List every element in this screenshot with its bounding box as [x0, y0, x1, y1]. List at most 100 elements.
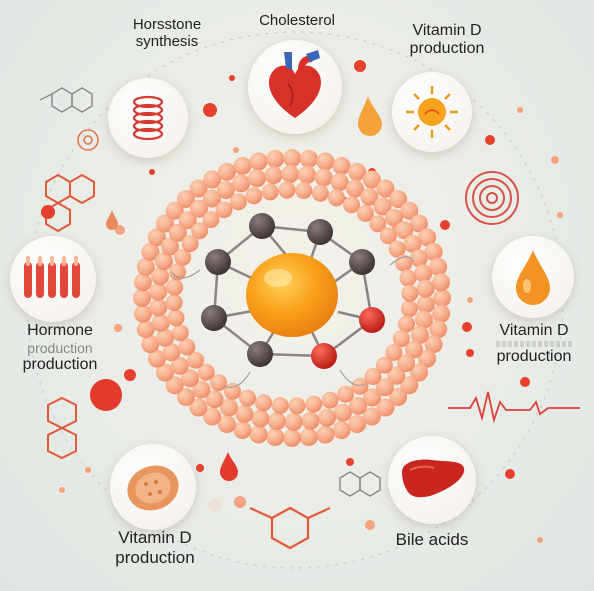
lipid-bead: [235, 404, 254, 423]
lipid-bead: [217, 162, 236, 181]
lipid-bead: [215, 201, 233, 219]
lipid-bead: [216, 181, 235, 200]
lipid-bead: [147, 228, 166, 247]
label-line: Horsstone: [132, 16, 202, 33]
lipid-bead: [161, 237, 179, 256]
lipid-bead: [191, 222, 209, 240]
lipid-bead: [327, 189, 345, 207]
lipid-bead: [171, 324, 189, 342]
lipid-bead: [165, 294, 183, 312]
lipid-bead: [330, 173, 349, 192]
heartbeat-line-icon: [448, 391, 580, 424]
lipid-bead: [333, 403, 352, 422]
lipid-bead: [133, 304, 152, 323]
lipid-bead: [360, 187, 379, 206]
lipid-bead: [375, 356, 393, 374]
lipid-bead: [181, 235, 199, 253]
hormone-production-label: Hormone production production: [2, 322, 118, 375]
lipid-bead: [364, 368, 382, 385]
lipid-bead: [305, 395, 323, 413]
lipid-bead: [189, 398, 208, 417]
lipid-bead: [169, 263, 186, 281]
lipid-bead: [133, 273, 152, 292]
lipid-bead: [165, 201, 184, 220]
lipid-bead: [397, 354, 416, 373]
lipid-bead: [176, 388, 195, 406]
bile-acids-label: Bile acids: [395, 530, 469, 549]
lipid-bead: [392, 330, 410, 348]
lipid-bead: [187, 351, 205, 369]
lipid-bead: [414, 310, 433, 329]
lipid-bead: [151, 313, 170, 332]
lipid-bead: [266, 428, 285, 447]
coil-circle: [108, 78, 188, 158]
lipid-bead: [314, 168, 333, 187]
red-sphere: [90, 379, 122, 411]
lipid-bead: [288, 397, 306, 415]
lipid-bead: [249, 152, 268, 171]
lipid-bead: [424, 242, 443, 261]
lipid-bead: [318, 408, 336, 427]
lipid-bead: [416, 295, 435, 314]
lipid-bead: [299, 149, 318, 168]
lipid-bead: [388, 240, 406, 258]
lipid-bead: [245, 187, 263, 205]
lipid-bead: [369, 215, 387, 233]
vitamin-d-right-label: Vitamin D production: [478, 322, 590, 367]
lipid-bead: [261, 183, 279, 201]
lipid-bead: [414, 264, 433, 283]
lipid-bead: [379, 227, 397, 245]
lipid-bead: [283, 149, 301, 167]
vitamin-d-bottom-left-label: Vitamin D production: [96, 528, 214, 567]
heart-icon: [268, 50, 322, 118]
hexagon-left-icon: [47, 396, 77, 460]
gear-icon: [77, 129, 99, 151]
tubules-circle: [10, 236, 96, 322]
lipid-bead: [418, 228, 437, 247]
lipid-bead: [416, 279, 435, 298]
lipid-bead: [210, 374, 228, 392]
label-line: production: [409, 40, 485, 58]
cell-icon: [127, 465, 179, 511]
lipid-bead: [149, 298, 168, 317]
lipid-bead: [136, 320, 155, 339]
label-line: synthesis: [135, 33, 199, 51]
lipid-bead: [332, 421, 351, 440]
lipid-bead: [433, 289, 451, 307]
lipid-bead: [429, 257, 448, 276]
lipid-bead: [151, 267, 170, 286]
label-line: production: [27, 340, 93, 357]
lipid-bead: [395, 221, 414, 240]
lipid-bead: [248, 169, 266, 188]
label-line: Vitamin D: [118, 528, 192, 547]
lipid-bead: [348, 162, 367, 181]
label-line: production: [115, 547, 195, 567]
lipid-bead: [301, 411, 320, 430]
lipid-bead: [217, 415, 236, 434]
label-line: Vitamin D: [412, 22, 482, 39]
lipid-bead: [239, 389, 257, 407]
lipid-bead: [283, 429, 301, 447]
lipid-bead: [203, 407, 222, 426]
small-drop-icon: [358, 96, 382, 136]
lipid-bead: [343, 196, 360, 214]
lipid-bead: [178, 211, 197, 230]
target-icon: [465, 171, 519, 225]
lipid-bead: [316, 152, 335, 171]
cell-circle: [110, 444, 196, 530]
lipid-bead: [249, 425, 268, 444]
lipid-bead: [141, 242, 160, 261]
lipid-bead: [429, 320, 448, 339]
droplet-circle: [492, 236, 574, 318]
label-line: production: [22, 356, 98, 374]
lipid-bead: [410, 363, 428, 382]
lipid-bead: [197, 363, 215, 381]
lipid-bead: [166, 278, 184, 296]
lipid-bead: [295, 182, 313, 199]
lipid-bead: [385, 208, 404, 227]
lipid-bead: [229, 193, 247, 211]
lipid-bead: [298, 165, 317, 184]
lipid-bead: [284, 413, 303, 431]
